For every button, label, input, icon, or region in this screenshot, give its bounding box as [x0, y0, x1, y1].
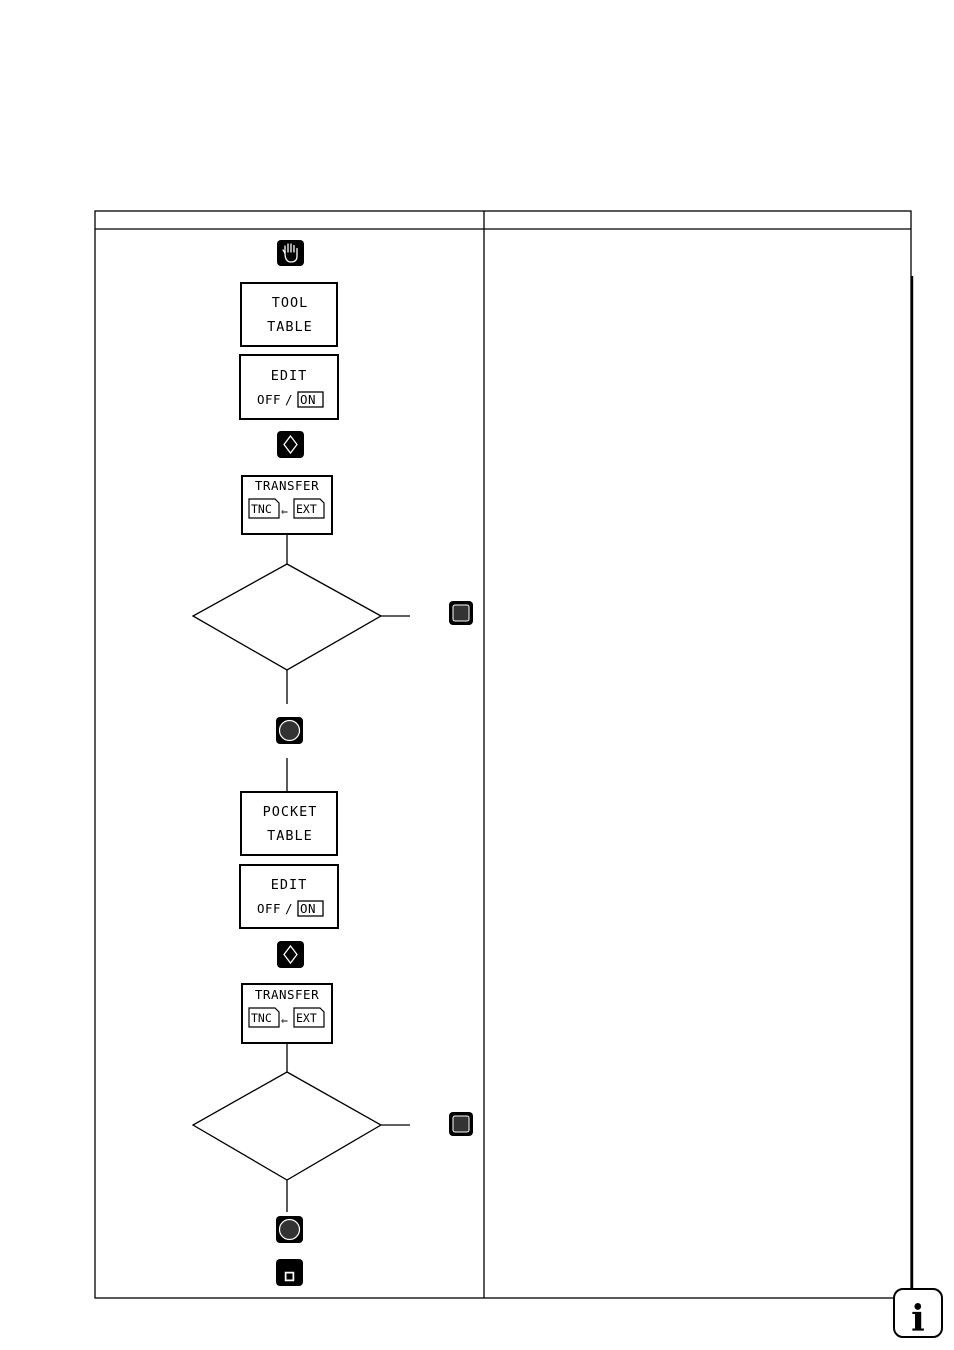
transfer-ext-label: EXT — [296, 1011, 317, 1025]
cursor-updown-key-2[interactable] — [277, 941, 304, 968]
edit-off-label: OFF — [257, 901, 281, 916]
circle-key-icon — [278, 719, 301, 742]
circle-key-icon — [278, 1218, 301, 1241]
edit-on-label: ON — [300, 901, 316, 916]
hand-icon — [282, 243, 298, 263]
edit-separator: / — [285, 392, 293, 407]
square-key-1[interactable] — [449, 601, 473, 625]
info-glyph: i — [911, 1298, 925, 1340]
arrow-updown-icon — [283, 434, 298, 455]
end-key[interactable] — [276, 1259, 303, 1286]
transfer-softkey-2[interactable]: TRANSFER TNC ⇐ EXT — [241, 983, 333, 1044]
edit-off-on-softkey[interactable]: EDIT OFF / ON — [239, 354, 339, 420]
transfer-tnc-label: TNC — [251, 1011, 272, 1025]
transfer-tnc-label: TNC — [251, 502, 272, 516]
arrow-updown-icon — [283, 944, 298, 965]
cursor-updown-key[interactable] — [277, 431, 304, 458]
circle-key-2[interactable] — [276, 1216, 303, 1243]
table-frame — [94, 210, 914, 1299]
square-key-icon — [452, 604, 470, 622]
pocket-table-softkey[interactable]: POCKET TABLE — [240, 791, 338, 856]
circle-key-1[interactable] — [276, 717, 303, 744]
transfer-softkey[interactable]: TRANSFER TNC ⇐ EXT — [241, 475, 333, 535]
pocket-table-line1: POCKET — [263, 804, 318, 820]
transfer-title: TRANSFER — [255, 987, 319, 1002]
tool-table-line1: TOOL — [272, 295, 309, 311]
transfer-arrow: ⇐ — [281, 504, 288, 518]
transfer-arrow: ⇐ — [281, 1013, 288, 1027]
edit-off-label: OFF — [257, 392, 281, 407]
decision-2 — [191, 1043, 410, 1212]
edit-off-on-softkey-2[interactable]: EDIT OFF / ON — [239, 864, 339, 929]
transfer-title: TRANSFER — [255, 478, 319, 493]
pocket-table-line2: TABLE — [267, 828, 313, 844]
manual-operation-key[interactable] — [277, 240, 304, 266]
square-key-2[interactable] — [449, 1112, 473, 1136]
edit-label: EDIT — [271, 368, 308, 384]
info-icon: i — [893, 1288, 943, 1340]
edit-on-label: ON — [300, 392, 316, 407]
square-key-icon — [452, 1115, 470, 1133]
tool-table-softkey[interactable]: TOOL TABLE — [240, 282, 338, 347]
edit-separator: / — [285, 901, 293, 916]
transfer-ext-label: EXT — [296, 502, 317, 516]
edit-label: EDIT — [271, 877, 308, 893]
decision-1 — [191, 534, 410, 704]
tool-table-line2: TABLE — [267, 319, 313, 335]
